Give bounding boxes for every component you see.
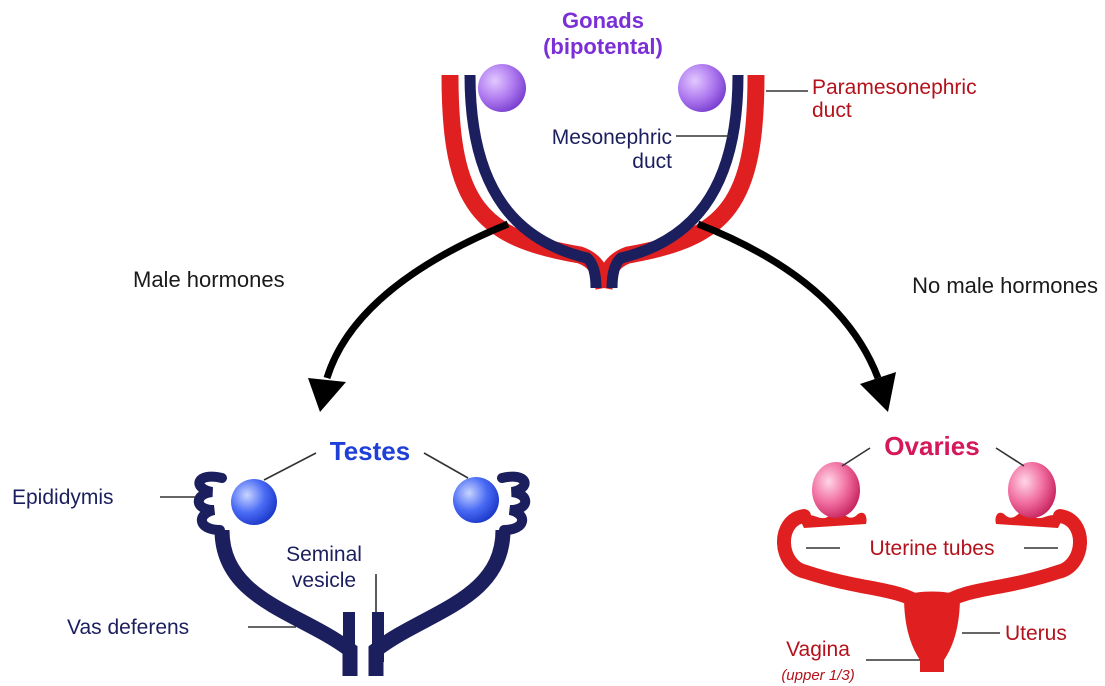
epididymis-left <box>199 477 222 530</box>
testis-left <box>231 479 277 525</box>
bipotential-gonad-left <box>478 64 526 112</box>
mesonephric-label: Mesonephric <box>552 126 672 149</box>
seminal-vesicle-left <box>343 612 355 662</box>
testis-right <box>453 477 499 523</box>
ovaries-leader-right <box>996 448 1024 466</box>
testes-label: Testes <box>330 436 410 466</box>
seminal-vesicle-label: Seminal <box>286 543 362 566</box>
gonads-sublabel: (bipotental) <box>543 34 663 59</box>
male-reproductive-ducts <box>199 477 526 676</box>
testes-leader-right <box>424 453 468 478</box>
mesonephric-duct-right <box>612 75 738 288</box>
uterine-tubes-label: Uterine tubes <box>870 537 995 560</box>
seminal-vesicle-right <box>372 612 384 662</box>
vagina-label: Vagina <box>786 638 850 661</box>
uterine-tube-left <box>784 516 920 604</box>
bipotential-gonad-right <box>678 64 726 112</box>
vagina-note: (upper 1/3) <box>781 667 854 684</box>
vas-deferens-label: Vas deferens <box>67 616 189 639</box>
mesonephric-sublabel: duct <box>632 150 672 173</box>
ovaries-label: Ovaries <box>884 431 979 461</box>
female-pathway-arrow <box>698 224 896 412</box>
paramesonephric-sublabel: duct <box>812 99 852 122</box>
uterine-tube-right <box>944 516 1080 604</box>
no-male-hormones-label: No male hormones <box>912 273 1098 298</box>
uterus-label: Uterus <box>1005 622 1067 645</box>
paramesonephric-label: Paramesonephric <box>812 76 977 99</box>
ovary-left <box>812 462 860 518</box>
vas-deferens-right <box>376 530 503 676</box>
male-pathway-arrow <box>308 224 508 412</box>
gonads-label: Gonads <box>562 8 644 33</box>
bipotential-duct-system <box>450 64 756 288</box>
seminal-vesicle-sublabel: vesicle <box>292 569 356 592</box>
epididymis-right <box>502 477 525 530</box>
epididymis-label: Epididymis <box>12 486 114 509</box>
ovary-right <box>1008 462 1056 518</box>
male-hormones-label: Male hormones <box>133 267 285 292</box>
ovaries-leader-left <box>842 448 870 466</box>
testes-leader-left <box>264 453 316 480</box>
